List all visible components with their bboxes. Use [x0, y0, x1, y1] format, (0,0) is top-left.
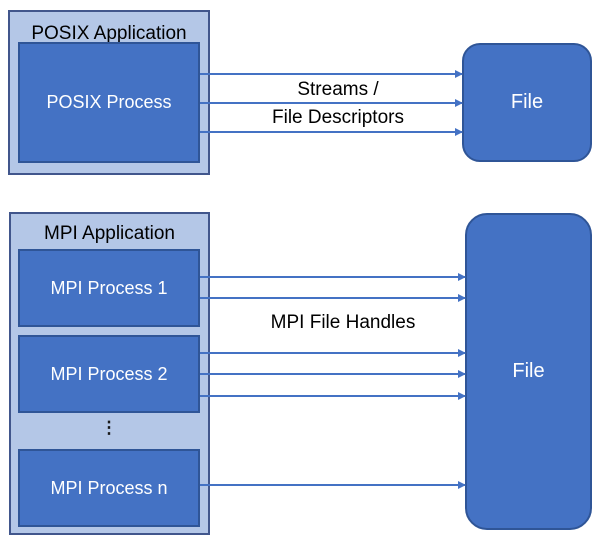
mpi-process-n-box: MPI Process n	[18, 449, 200, 527]
posix-process-box: POSIX Process	[18, 42, 200, 163]
mpi-process-1-label: MPI Process 1	[50, 277, 168, 298]
mpi-arrow-5	[200, 392, 466, 400]
posix-arrow-3	[200, 128, 463, 136]
posix-arrow-1	[200, 70, 463, 78]
mpi-arrow-1	[200, 273, 466, 281]
posix-file-box: File	[462, 43, 592, 162]
mpi-process-1-box: MPI Process 1	[18, 249, 200, 327]
posix-arrows-label-line1: Streams /	[297, 79, 379, 100]
posix-arrows-label-line2: File Descriptors	[272, 107, 404, 128]
vertical-ellipsis: ⋮	[94, 418, 124, 438]
mpi-arrow-2	[200, 294, 466, 302]
mpi-arrow-3	[200, 349, 466, 357]
posix-arrows-label: Streams / File Descriptors	[228, 76, 448, 132]
posix-application-title: POSIX Application	[31, 23, 187, 44]
posix-arrow-2	[200, 99, 463, 107]
mpi-arrow-4	[200, 370, 466, 378]
mpi-arrows-label-text: MPI File Handles	[270, 312, 416, 333]
mpi-arrows-label: MPI File Handles	[238, 309, 448, 337]
mpi-process-n-label: MPI Process n	[50, 477, 168, 498]
mpi-arrow-6	[200, 481, 466, 489]
mpi-file-label: File	[512, 360, 545, 382]
mpi-process-2-box: MPI Process 2	[18, 335, 200, 413]
posix-process-label: POSIX Process	[46, 92, 172, 112]
mpi-file-box: File	[465, 213, 592, 530]
mpi-application-title: MPI Application	[44, 223, 175, 244]
mpi-process-2-label: MPI Process 2	[50, 363, 168, 384]
posix-file-label: File	[510, 91, 544, 113]
vertical-ellipsis-glyph: ⋮	[100, 418, 118, 437]
